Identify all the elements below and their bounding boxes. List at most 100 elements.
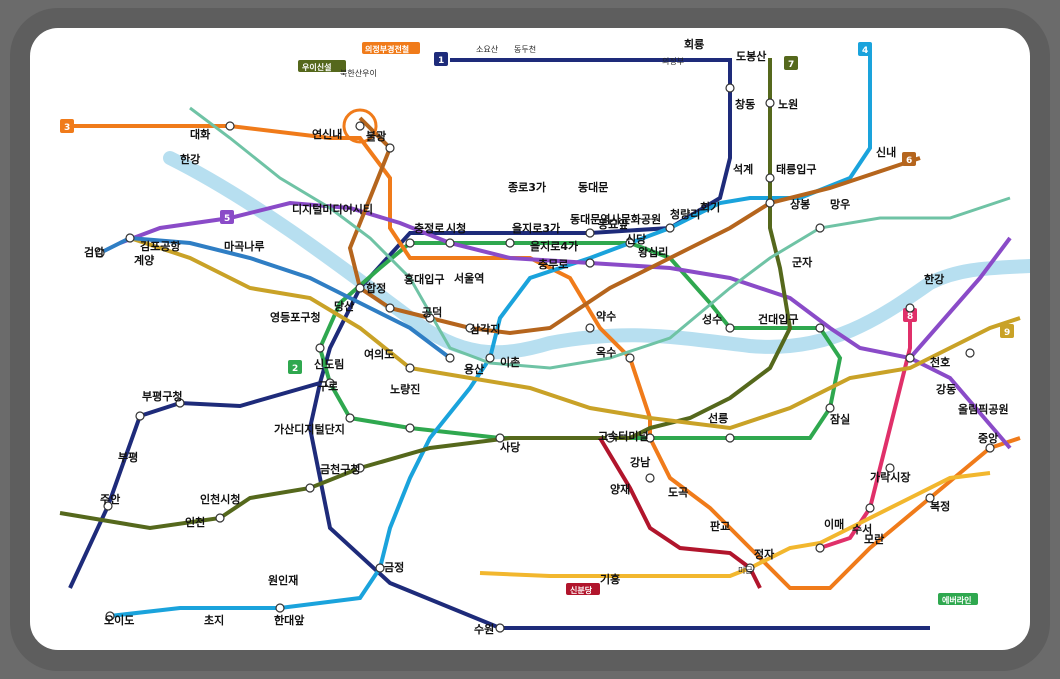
svg-text:의정부경전철: 의정부경전철 (365, 44, 409, 54)
svg-text:9: 9 (1004, 328, 1010, 338)
station-yaksu: 약수 (596, 309, 616, 323)
station-digital-media: 디지털미디어시티 (292, 202, 373, 216)
station-guro: 구로 (318, 380, 338, 393)
station-hapjeong: 합정 (366, 281, 386, 295)
station-magoknaru: 마곡나루 (224, 239, 264, 253)
suin-bundang-route (479, 471, 991, 578)
line-5-badge[interactable]: 5 (220, 210, 234, 224)
svg-text:6: 6 (906, 156, 912, 166)
svg-text:8: 8 (907, 312, 913, 322)
station-euljiro3: 을지로3가 (512, 221, 560, 235)
station-sinnae: 신내 (876, 145, 896, 159)
svg-text:3: 3 (64, 123, 70, 133)
subway-map-canvas[interactable]: 1 2 3 4 5 6 7 8 9 우이신설 의정부경전철 신분당 (30, 28, 1030, 650)
station-pangyo: 판교 (710, 519, 730, 533)
svg-text:2: 2 (292, 364, 298, 374)
station-gimpo-airport: 김포공항 (140, 239, 180, 253)
station-cheongnyangni: 청량리 (670, 207, 700, 221)
station-bupyeong-gu: 부평구청 (142, 389, 182, 403)
station-garak: 가락시장 (870, 470, 910, 484)
line-4-route (109, 46, 872, 618)
station-suwon: 수원 (474, 622, 494, 636)
station-bupyeong: 부평 (118, 450, 138, 464)
station-cheonho: 천호 (930, 355, 950, 369)
line-1-route (68, 58, 930, 630)
station-yongsan: 용산 (464, 362, 484, 376)
station-bokjeong: 복정 (930, 499, 950, 513)
station-gyeyang: 계양 (134, 253, 154, 267)
station-migeum: 미금 (738, 566, 753, 575)
ui-shinseol-badge[interactable]: 우이신설 (298, 60, 346, 72)
line-2-badge[interactable]: 2 (288, 360, 302, 374)
station-sangbong: 상봉 (790, 197, 810, 211)
station-jeongja: 정자 (754, 547, 775, 561)
line-7-badge[interactable]: 7 (784, 56, 798, 70)
station-juan: 주안 (100, 492, 120, 506)
station-imae: 이매 (824, 517, 844, 531)
svg-text:4: 4 (862, 46, 868, 56)
station-giheung: 기흥 (600, 572, 620, 586)
station-express-terminal: 고속터미널 (598, 429, 649, 443)
subway-map[interactable]: 1 2 3 4 5 6 7 8 9 우이신설 의정부경전철 신분당 (30, 28, 1030, 650)
station-seongsu: 성수 (702, 312, 722, 326)
station-bulgwang: 불광 (366, 130, 386, 143)
station-yeonsinnae: 연신내 (312, 127, 342, 141)
station-ichon: 이촌 (500, 355, 520, 369)
line-7-route (59, 58, 793, 531)
station-sadang: 사당 (500, 440, 520, 454)
station-daehwa: 대화 (190, 127, 210, 141)
line-1-badge[interactable]: 1 (434, 52, 448, 66)
station-choji: 초지 (204, 613, 224, 627)
station-changdong: 창동 (735, 97, 755, 111)
airport-railroad-route (99, 235, 452, 360)
station-sindang: 신당 (626, 232, 646, 246)
station-city-hall: 시청 (446, 221, 466, 235)
station-uijeongbu: 의정부 (662, 56, 684, 66)
station-bukhansan: 북한산우이 (340, 68, 377, 78)
station-oido: 오이도 (104, 613, 134, 627)
line-3-badge[interactable]: 3 (60, 119, 74, 133)
station-nowon: 노원 (778, 97, 798, 111)
station-yeongdeungpo: 영등포구청 (270, 310, 321, 324)
station-geumjeong: 금정 (384, 560, 404, 574)
shinbundang-route (598, 436, 762, 589)
station-dogok: 도곡 (668, 486, 688, 499)
station-hoeryong: 회룡 (684, 37, 704, 51)
station-hongdae: 홍대입구 (404, 272, 444, 286)
station-soyosan: 소요산 (476, 44, 499, 54)
station-dongducheon: 동두천 (514, 44, 536, 54)
station-seolleung: 선릉 (708, 411, 728, 425)
station-taereung: 태릉입구 (776, 162, 816, 176)
station-euljiro4: 을지로4가 (530, 239, 578, 253)
station-hanyang: 한대앞 (274, 613, 304, 627)
station-gangdong: 강동 (936, 382, 956, 396)
station-gongdeok: 공덕 (422, 305, 442, 319)
line-9-route (129, 236, 1021, 431)
station-gunja: 군자 (792, 255, 813, 269)
station-chungmuro: 충무로 (538, 257, 568, 271)
line-4-badge[interactable]: 4 (858, 42, 872, 56)
line-6-route (347, 116, 921, 336)
station-geomam: 검암 (84, 246, 104, 259)
station-dongmyo: 동묘앞 (598, 218, 628, 231)
station-dobongsan: 도봉산 (736, 49, 766, 63)
station-dangsan: 당산 (334, 299, 354, 313)
station-sindorim: 신도림 (314, 357, 344, 371)
svg-text:에버라인: 에버라인 (942, 595, 971, 605)
station-wangsimni: 왕십리 (638, 245, 668, 259)
station-jamsil: 잠실 (830, 412, 850, 426)
station-gangnam: 강남 (630, 455, 650, 469)
station-noryangjin: 노량진 (390, 382, 420, 396)
line-8-badge[interactable]: 8 (903, 308, 917, 322)
han-river (163, 151, 1030, 360)
svg-text:우이신설: 우이신설 (302, 62, 331, 72)
line-9-badge[interactable]: 9 (1000, 324, 1014, 338)
station-jungang: 중앙 (978, 432, 998, 445)
station-samgakji: 삼각지 (470, 322, 500, 336)
station-hoegi: 회기 (700, 200, 720, 214)
everline-badge[interactable]: 에버라인 (938, 593, 978, 605)
line-6-badge[interactable]: 6 (902, 152, 916, 166)
shinbundang-badge[interactable]: 신분당 (566, 583, 600, 595)
station-transfer-markers (95, 83, 995, 633)
uijeongbu-badge[interactable]: 의정부경전철 (362, 42, 420, 54)
